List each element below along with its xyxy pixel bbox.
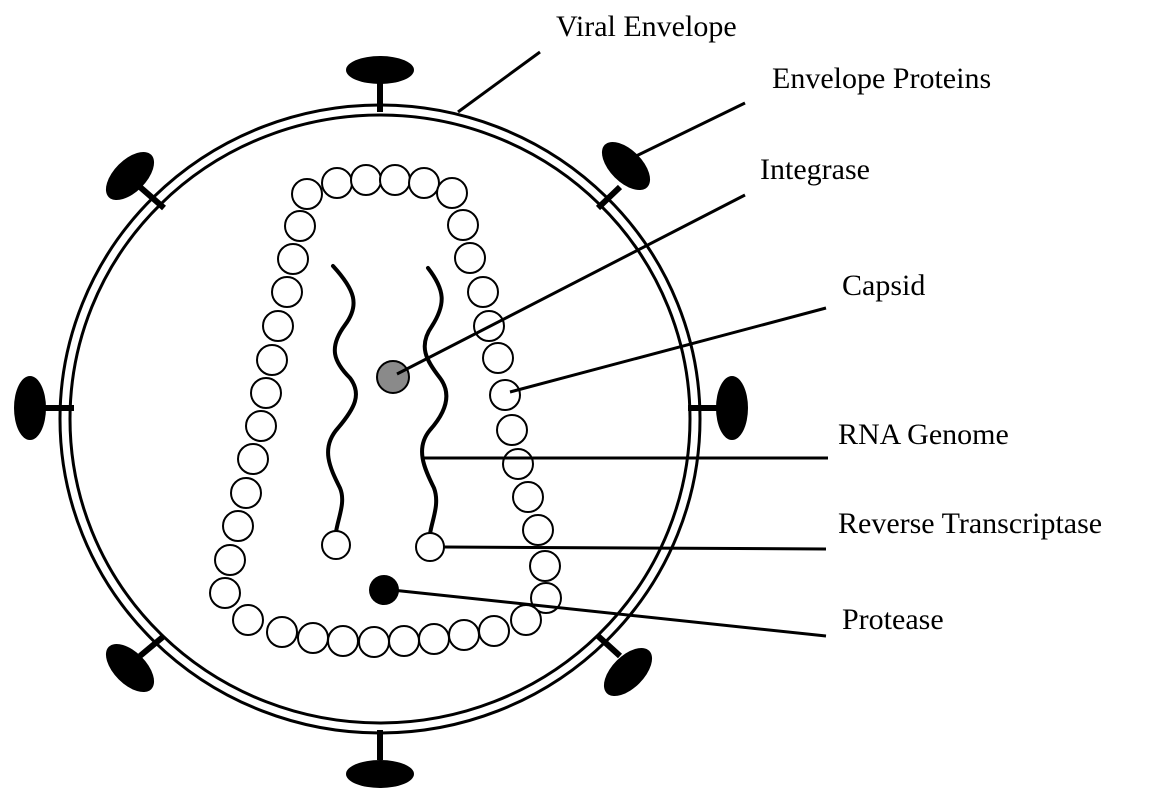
capsid-bead <box>351 165 381 195</box>
capsid-bead <box>503 449 533 479</box>
reverse-transcriptase-particles <box>322 531 444 561</box>
capsid-bead <box>292 179 322 209</box>
label-capsid: Capsid <box>842 269 925 302</box>
capsid-bead <box>409 168 439 198</box>
label-rna-genome: RNA Genome <box>838 418 1009 451</box>
capsid-bead <box>215 545 245 575</box>
capsid-bead <box>497 415 527 445</box>
capsid-bead <box>359 627 389 657</box>
leader-envelope-proteins <box>632 103 745 158</box>
capsid-bead <box>380 165 410 195</box>
capsid-bead <box>490 380 520 410</box>
capsid-bead <box>389 626 419 656</box>
capsid-bead <box>511 605 541 635</box>
capsid-bead <box>298 623 328 653</box>
capsid-bead <box>322 168 352 198</box>
envelope-protein-heads <box>14 56 748 788</box>
leader-lines <box>392 52 828 636</box>
capsid-bead <box>267 617 297 647</box>
leader-viral-envelope <box>458 52 540 112</box>
labels: Viral Envelope Envelope Proteins Integra… <box>556 10 1102 636</box>
capsid-bead <box>468 277 498 307</box>
capsid-bead <box>223 511 253 541</box>
label-protease: Protease <box>842 603 944 636</box>
capsid-bead <box>257 345 287 375</box>
rna-strand-left <box>328 266 356 532</box>
capsid-bead <box>455 243 485 273</box>
capsid-bead <box>483 343 513 373</box>
leader-reverse-transcriptase <box>444 547 826 549</box>
capsid-bead <box>449 620 479 650</box>
rna-genome <box>328 266 446 534</box>
capsid-bead <box>523 515 553 545</box>
capsid-bead <box>238 444 268 474</box>
capsid-bead <box>448 210 478 240</box>
capsid-bead <box>210 578 240 608</box>
capsid-bead <box>231 478 261 508</box>
capsid-bead <box>479 616 509 646</box>
label-envelope-proteins: Envelope Proteins <box>772 62 991 95</box>
label-reverse-transcriptase: Reverse Transcriptase <box>838 507 1102 540</box>
capsid-bead <box>530 551 560 581</box>
leader-capsid <box>510 308 826 392</box>
label-viral-envelope: Viral Envelope <box>556 10 737 43</box>
capsid-bead <box>328 626 358 656</box>
capsid-bead <box>233 605 263 635</box>
capsid-bead <box>272 277 302 307</box>
integrase-particle <box>377 361 409 393</box>
capsid-bead <box>263 311 293 341</box>
capsid-bead <box>285 211 315 241</box>
capsid-bead <box>246 411 276 441</box>
capsid-bead <box>419 624 449 654</box>
capsid-bead <box>278 244 308 274</box>
capsid-bead <box>437 178 467 208</box>
label-integrase: Integrase <box>760 153 870 186</box>
capsid-bead <box>251 378 281 408</box>
rna-strand-right <box>422 268 446 534</box>
capsid-bead <box>513 482 543 512</box>
